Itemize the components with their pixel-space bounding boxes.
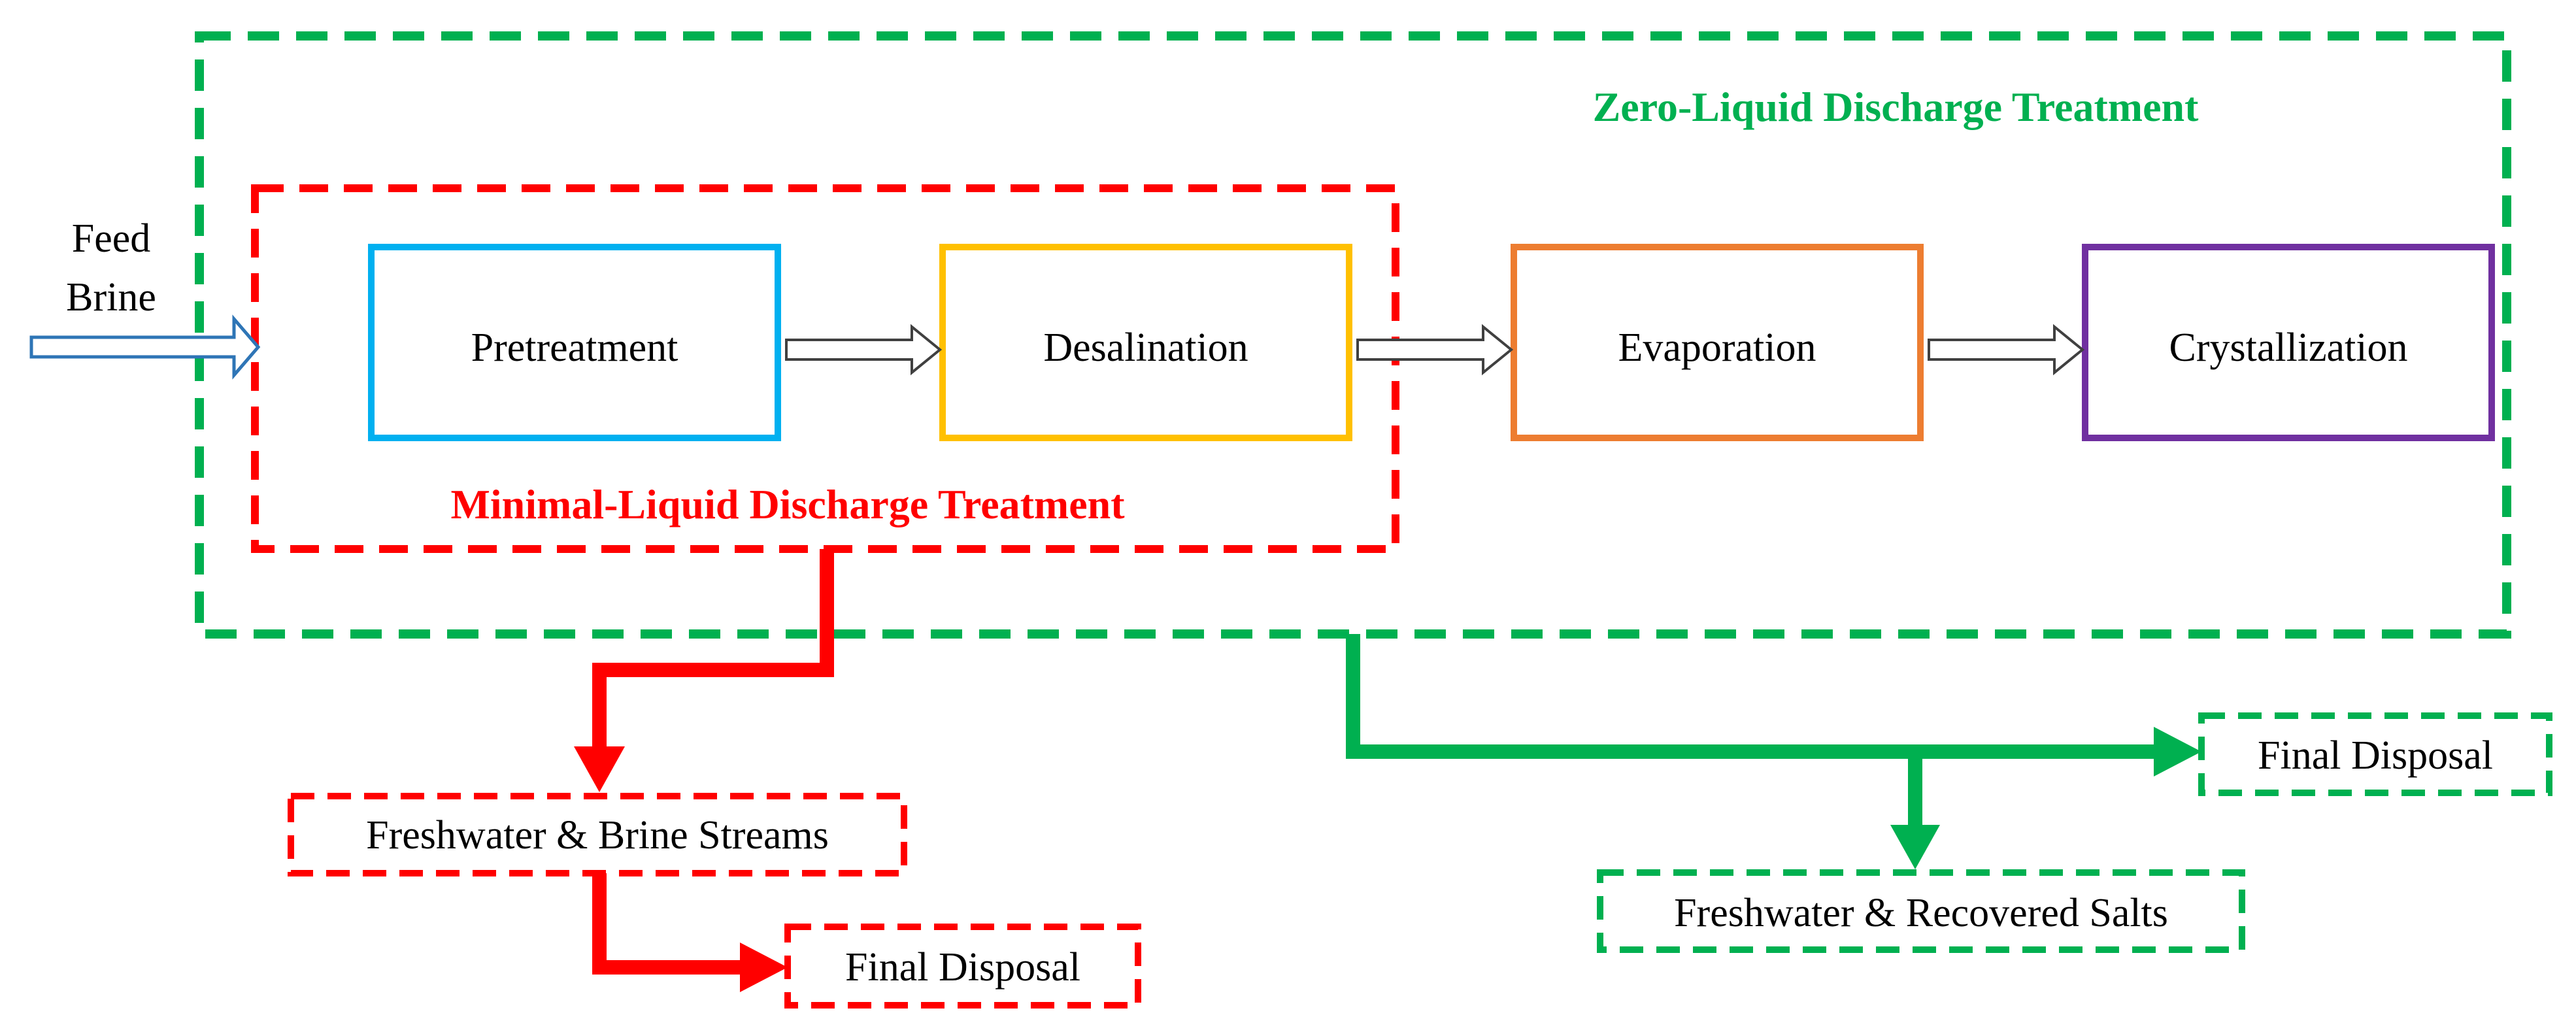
- step-label-pretreatment: Pretreatment: [471, 325, 678, 370]
- step-box-desalination: [939, 244, 1352, 441]
- step-pretreatment: Pretreatment: [368, 244, 781, 441]
- mld-output-line: [592, 549, 834, 748]
- arrow-pretreatment-to-desalination: [785, 324, 943, 376]
- mld-disposal-arrowhead: [740, 942, 788, 992]
- mld-streams-label: Freshwater & Brine Streams: [366, 813, 829, 858]
- mld-disposal-label: Final Disposal: [845, 945, 1080, 990]
- mld-output-arrowhead: [574, 746, 625, 792]
- feed-label-line2: Brine: [66, 275, 156, 320]
- zld-salts-box: [1597, 869, 2245, 953]
- mld-disposal-box: [784, 924, 1141, 1009]
- step-label-desalination: Desalination: [1043, 325, 1248, 370]
- zld-disposal-arrowhead: [2154, 727, 2201, 776]
- feed-arrow: [29, 314, 261, 380]
- step-label-evaporation: Evaporation: [1618, 325, 1816, 370]
- arrow-desalination-to-evaporation: [1356, 324, 1514, 376]
- zld-salts-label: Freshwater & Recovered Salts: [1674, 891, 2168, 935]
- arrow-evaporation-to-crystallization: [1928, 324, 2085, 376]
- step-box-pretreatment: [368, 244, 781, 441]
- step-evaporation: Evaporation: [1511, 244, 1924, 441]
- mld-label: Minimal-Liquid Discharge Treatment: [450, 481, 1125, 527]
- zld-disposal-box: [2198, 712, 2552, 796]
- step-label-crystallization: Crystallization: [2169, 325, 2407, 370]
- step-crystallization: Crystallization: [2082, 244, 2495, 441]
- step-desalination: Desalination: [939, 244, 1352, 441]
- zld-disposal-label: Final Disposal: [2258, 733, 2493, 778]
- mld-disposal-line: [592, 873, 745, 975]
- step-box-crystallization: [2082, 244, 2495, 441]
- zld-salts-arrowhead: [1890, 825, 1940, 869]
- feed-label-line1: Feed: [72, 216, 151, 261]
- zld-label: Zero-Liquid Discharge Treatment: [1593, 84, 2199, 130]
- step-box-evaporation: [1511, 244, 1924, 441]
- zld-output-line: [1346, 634, 2157, 759]
